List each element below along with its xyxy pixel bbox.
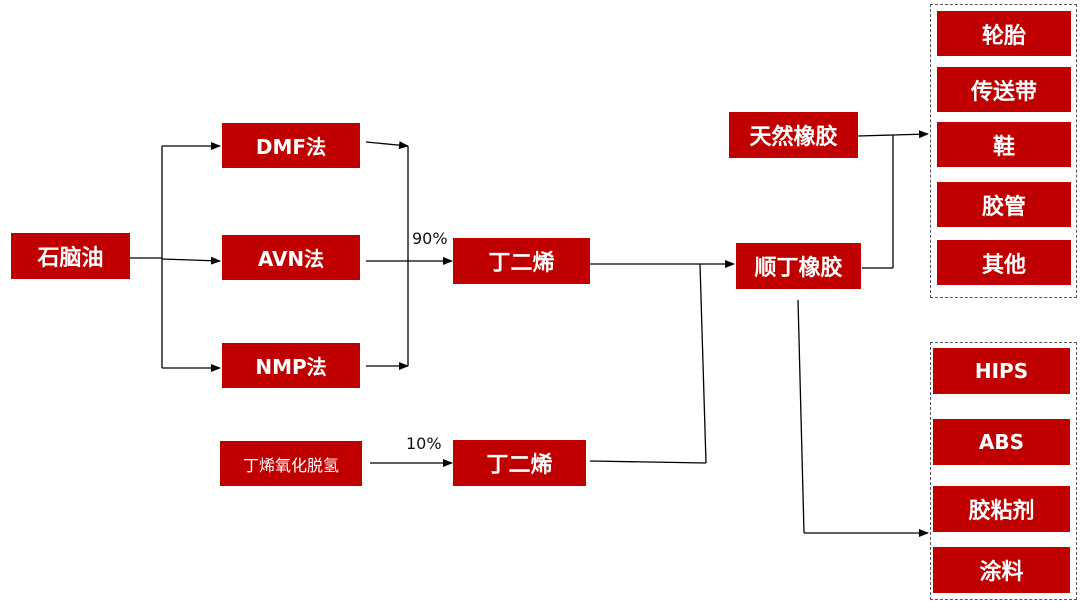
node-butadiene-main: 丁二烯: [453, 238, 590, 284]
applications-group-rubber: [930, 4, 1077, 298]
use-item-shoes: 鞋: [937, 122, 1071, 167]
node-natural-rubber: 天然橡胶: [729, 112, 858, 158]
use-item-coatings: 涂料: [933, 547, 1070, 593]
use-item-others: 其他: [937, 240, 1071, 285]
applications-group-other: [930, 342, 1077, 600]
node-butadiene-rubber: 顺丁橡胶: [736, 243, 861, 289]
use-item-hoses: 胶管: [937, 182, 1071, 227]
label-percent-10: 10%: [406, 434, 442, 453]
node-butene-oxidative-dehydrogenation: 丁烯氧化脱氢: [220, 441, 362, 486]
use-item-conveyor-belts: 传送带: [937, 67, 1071, 112]
node-naphtha: 石脑油: [11, 233, 130, 279]
node-nmp-process: NMP法: [222, 343, 360, 388]
use-item-hips: HIPS: [933, 348, 1070, 394]
node-avn-process: AVN法: [222, 235, 360, 280]
label-percent-90: 90%: [412, 229, 448, 248]
node-dmf-process: DMF法: [222, 123, 360, 168]
use-item-tires: 轮胎: [937, 11, 1071, 56]
node-butadiene-secondary: 丁二烯: [453, 440, 586, 486]
use-item-adhesives: 胶粘剂: [933, 486, 1070, 532]
use-item-abs: ABS: [933, 419, 1070, 465]
